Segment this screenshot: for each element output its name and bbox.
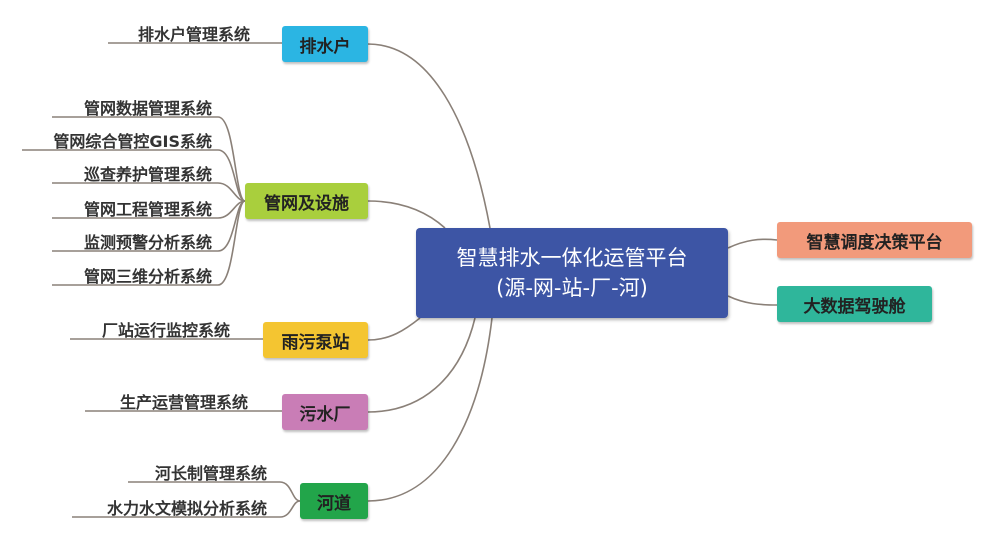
connector: [727, 295, 778, 306]
leaf-line: [128, 481, 301, 502]
leaf-line: [52, 200, 246, 286]
connector: [367, 43, 491, 229]
leaf-line: [72, 500, 301, 518]
leaf-item: 河长制管理系统: [154, 464, 267, 483]
leaf-item: 巡查养护管理系统: [83, 165, 212, 184]
branch-pump-stations: 雨污泵站: [263, 322, 368, 358]
connector: [727, 238, 778, 249]
branch-pipe-network: 管网及设施: [245, 183, 368, 219]
leaf-item: 管网三维分析系统: [83, 267, 212, 286]
central-topic: 智慧排水一体化运管平台 (源-网-站-厂-河): [416, 228, 728, 318]
leaf-item: 生产运营管理系统: [119, 393, 248, 412]
branch-big-data-cockpit: 大数据驾驶舱: [777, 286, 932, 322]
leaf-item: 监测预警分析系统: [83, 233, 212, 252]
leaf-item: 管网综合管控GIS系统: [53, 132, 212, 151]
branch-sewage-plant: 污水厂: [282, 394, 368, 430]
leaf-line: [22, 149, 246, 202]
leaf-line: [52, 182, 246, 202]
branch-river: 河道: [300, 483, 368, 519]
central-title: 智慧排水一体化运管平台: [456, 246, 688, 270]
leaf-line: [52, 116, 246, 202]
branch-drainage-users: 排水户: [282, 26, 368, 62]
connector: [367, 317, 493, 502]
leaf-item: 管网数据管理系统: [83, 99, 212, 118]
connector: [367, 317, 476, 413]
connector: [367, 200, 446, 229]
leaf-item: 水力水文模拟分析系统: [106, 499, 267, 518]
connector: [367, 317, 421, 341]
central-subtitle: (源-网-站-厂-河): [496, 276, 648, 300]
leaf-item: 厂站运行监控系统: [101, 321, 230, 340]
branch-dispatch-platform: 智慧调度决策平台: [777, 222, 972, 258]
leaf-item: 管网工程管理系统: [83, 200, 212, 219]
leaf-item: 排水户管理系统: [137, 25, 250, 44]
